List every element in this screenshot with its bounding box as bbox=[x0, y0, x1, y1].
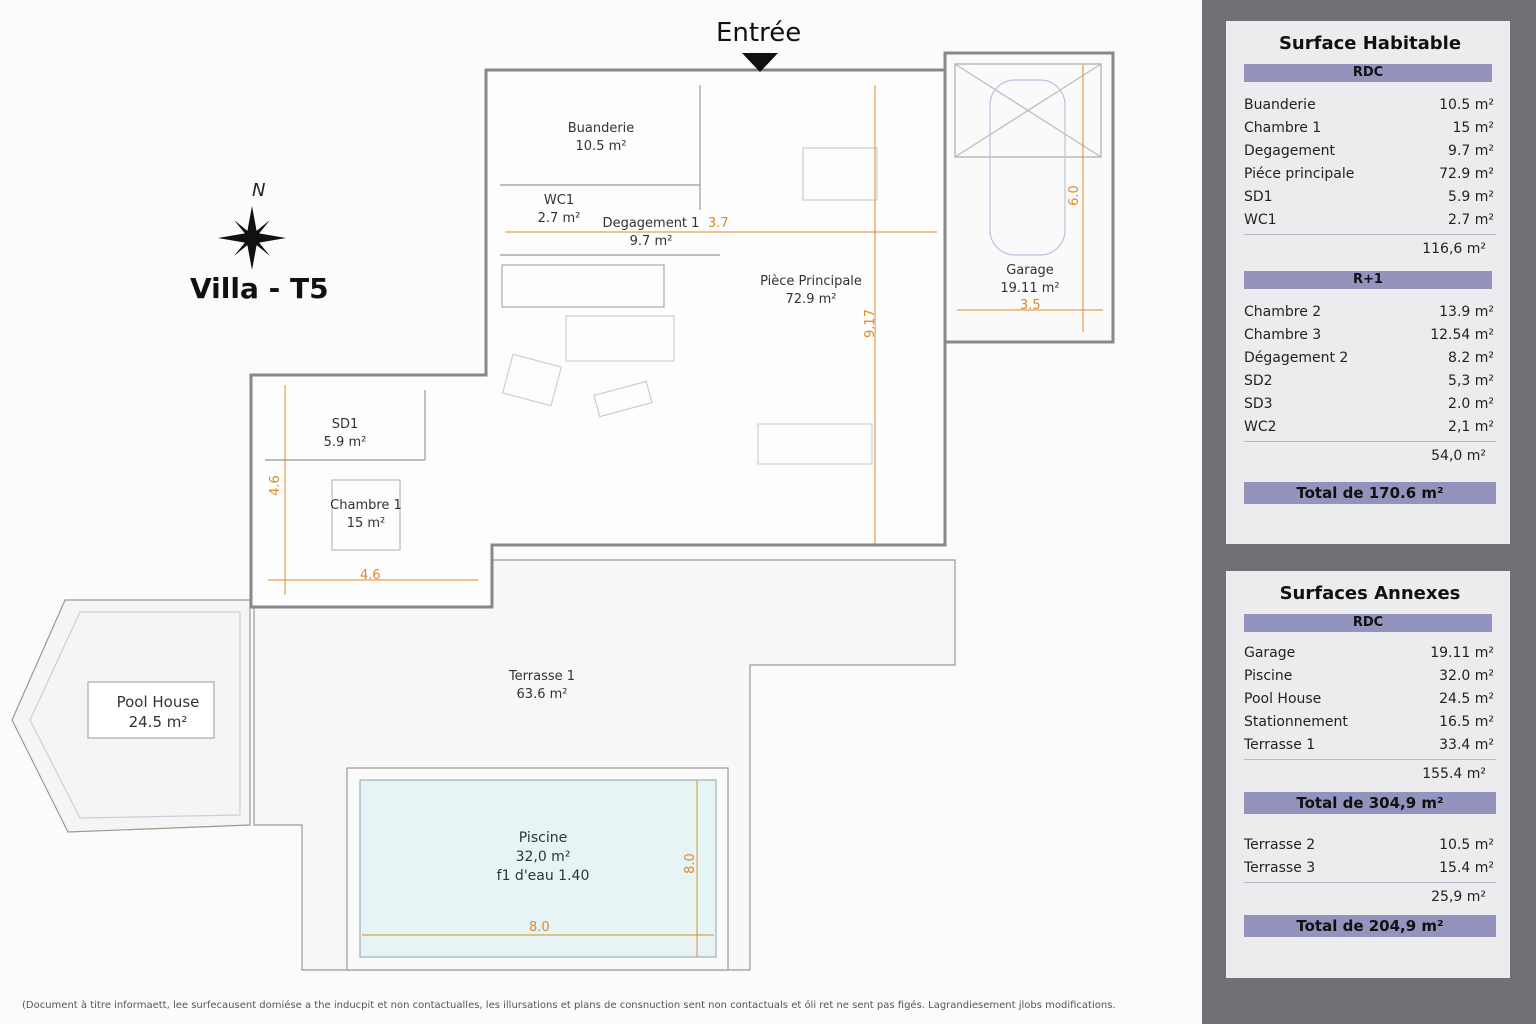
habitable-title: Surface Habitable bbox=[1278, 33, 1462, 54]
surface-area: 32.0 m² bbox=[1439, 668, 1494, 684]
surface-name: Chambre 3 bbox=[1244, 327, 1322, 343]
surface-row: Chambre 3 12.54 m² bbox=[1244, 324, 1496, 347]
rdc-band: RDC bbox=[1244, 64, 1492, 82]
surface-name: SD3 bbox=[1244, 396, 1273, 412]
surface-row: Terrasse 1 33.4 m² bbox=[1244, 734, 1496, 757]
surface-row: Pool House 24.5 m² bbox=[1244, 688, 1496, 711]
surface-row: WC1 2.7 m² bbox=[1244, 209, 1496, 232]
annexes-title: Surfaces Annexes bbox=[1279, 583, 1461, 604]
plan-title: Villa - T5 bbox=[190, 272, 329, 305]
dim-degagement-width: 3.7 bbox=[708, 216, 729, 231]
disclaimer: (Document à titre informaett, lee surfec… bbox=[22, 1000, 1116, 1011]
surface-row: Dégagement 2 8.2 m² bbox=[1244, 347, 1496, 370]
annexes-total-2: Total de 204,9 m² bbox=[1244, 915, 1496, 937]
surface-name: WC2 bbox=[1244, 419, 1277, 435]
surface-row: Chambre 1 15 m² bbox=[1244, 117, 1496, 140]
surface-area: 24.5 m² bbox=[1439, 691, 1494, 707]
pool-water bbox=[359, 779, 717, 958]
r1-band: R+1 bbox=[1244, 271, 1492, 289]
dim-pool-width: 8.0 bbox=[529, 920, 550, 935]
surface-row: Buanderie 10.5 m² bbox=[1244, 94, 1496, 117]
surface-area: 2.7 m² bbox=[1448, 212, 1494, 228]
annexes-rdc-band: RDC bbox=[1244, 614, 1492, 632]
surface-row: Degagement 9.7 m² bbox=[1244, 140, 1496, 163]
annexes-extra-subtotal: 25,9 m² bbox=[1244, 882, 1496, 913]
surface-name: Terrasse 2 bbox=[1244, 837, 1316, 853]
surface-area: 5.9 m² bbox=[1448, 189, 1494, 205]
garage-outline bbox=[943, 51, 1115, 344]
north-label: N bbox=[252, 180, 266, 201]
surface-name: Piéce principale bbox=[1244, 166, 1355, 182]
surface-row: SD3 2.0 m² bbox=[1244, 393, 1496, 416]
surfaces-sidebar: Surface Habitable RDC Buanderie 10.5 m² Ch… bbox=[1202, 0, 1536, 1024]
surface-area: 15 m² bbox=[1452, 120, 1494, 136]
habitable-total: Total de 170.6 m² bbox=[1244, 482, 1496, 504]
surface-area: 12.54 m² bbox=[1430, 327, 1494, 343]
surface-row: Terrasse 2 10.5 m² bbox=[1244, 834, 1496, 857]
dim-chambre-width: 4.6 bbox=[360, 568, 381, 583]
dim-chambre-height: 4.6 bbox=[267, 475, 283, 496]
dim-garage-height: 6.0 bbox=[1066, 185, 1082, 206]
surface-row: SD2 5,3 m² bbox=[1244, 370, 1496, 393]
surface-name: Chambre 1 bbox=[1244, 120, 1322, 136]
entrance-arrow-icon bbox=[742, 53, 778, 72]
surface-name: WC1 bbox=[1244, 212, 1277, 228]
surface-area: 16.5 m² bbox=[1439, 714, 1494, 730]
surface-area: 2,1 m² bbox=[1448, 419, 1494, 435]
compass-rose-icon bbox=[218, 206, 286, 270]
surface-area: 72.9 m² bbox=[1439, 166, 1494, 182]
surface-name: Dégagement 2 bbox=[1244, 350, 1349, 366]
surface-area: 10.5 m² bbox=[1439, 97, 1494, 113]
surface-area: 33.4 m² bbox=[1439, 737, 1494, 753]
surface-name: Pool House bbox=[1244, 691, 1322, 707]
surface-area: 13.9 m² bbox=[1439, 304, 1494, 320]
habitable-card: Surface Habitable RDC Buanderie 10.5 m² Ch… bbox=[1226, 21, 1510, 544]
surface-name: Piscine bbox=[1244, 668, 1293, 684]
dim-piece-height: 9.17 bbox=[862, 309, 878, 338]
surface-area: 5,3 m² bbox=[1448, 373, 1494, 389]
surface-name: Chambre 2 bbox=[1244, 304, 1322, 320]
surface-name: Buanderie bbox=[1244, 97, 1316, 113]
surface-row: Piéce principale 72.9 m² bbox=[1244, 163, 1496, 186]
annexes-total-1: Total de 304,9 m² bbox=[1244, 792, 1496, 814]
annexes-card: Surfaces Annexes RDC Garage 19.11 m² Pisci… bbox=[1226, 571, 1510, 978]
surface-name: Stationnement bbox=[1244, 714, 1348, 730]
surface-area: 2.0 m² bbox=[1448, 396, 1494, 412]
surface-area: 15.4 m² bbox=[1439, 860, 1494, 876]
surface-name: Degagement bbox=[1244, 143, 1335, 159]
surface-name: Garage bbox=[1244, 645, 1296, 661]
surface-row: SD1 5.9 m² bbox=[1244, 186, 1496, 209]
dim-garage-width: 3.5 bbox=[1020, 298, 1041, 313]
surface-area: 19.11 m² bbox=[1430, 645, 1494, 661]
surface-area: 9.7 m² bbox=[1448, 143, 1494, 159]
entrance-label: Entrée bbox=[716, 18, 802, 48]
surface-row: Chambre 2 13.9 m² bbox=[1244, 301, 1496, 324]
surface-row: Garage 19.11 m² bbox=[1244, 642, 1496, 665]
surface-row: Terrasse 3 15.4 m² bbox=[1244, 857, 1496, 880]
surface-row: Piscine 32.0 m² bbox=[1244, 665, 1496, 688]
surface-area: 8.2 m² bbox=[1448, 350, 1494, 366]
annexes-rdc-subtotal: 155.4 m² bbox=[1244, 759, 1496, 790]
surface-row: Stationnement 16.5 m² bbox=[1244, 711, 1496, 734]
floor-plan bbox=[11, 51, 1115, 971]
surface-area: 10.5 m² bbox=[1439, 837, 1494, 853]
surface-name: Terrasse 3 bbox=[1244, 860, 1316, 876]
surface-name: SD1 bbox=[1244, 189, 1273, 205]
surface-name: SD2 bbox=[1244, 373, 1273, 389]
surface-row: WC2 2,1 m² bbox=[1244, 416, 1496, 439]
rdc-subtotal: 116,6 m² bbox=[1244, 234, 1496, 265]
dim-pool-height: 8.0 bbox=[682, 853, 698, 874]
r1-subtotal: 54,0 m² bbox=[1244, 441, 1496, 472]
surface-name: Terrasse 1 bbox=[1244, 737, 1316, 753]
